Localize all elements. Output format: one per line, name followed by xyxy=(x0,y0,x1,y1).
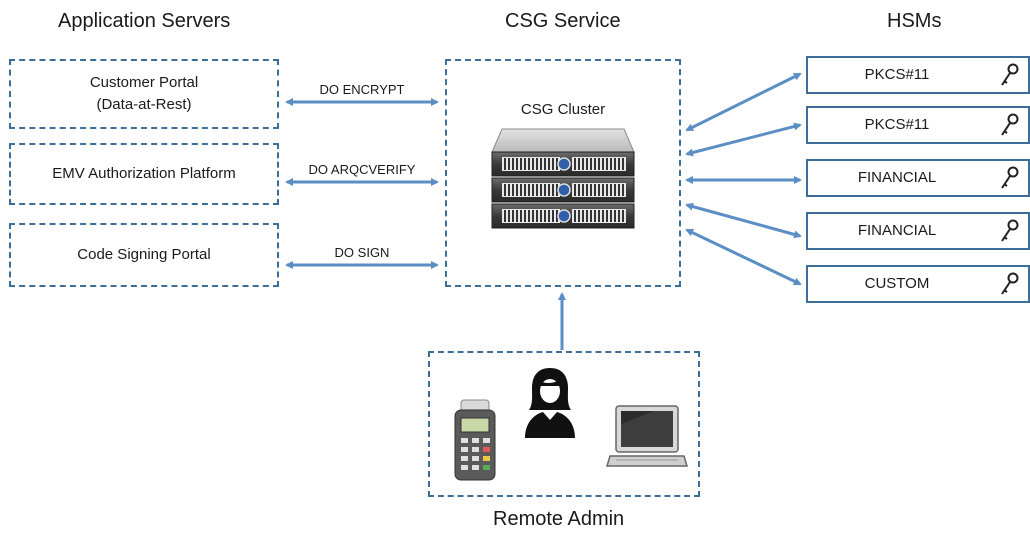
hsm-financial-2[interactable]: FINANCIAL xyxy=(806,212,1030,250)
arrow-hsm-1 xyxy=(685,72,802,132)
hsm-pkcs11-2[interactable]: PKCS#11 xyxy=(806,106,1030,144)
hsm-label: PKCS#11 xyxy=(864,66,930,83)
op-label-sign: DO SIGN xyxy=(334,245,390,260)
arrow-hsm-5 xyxy=(685,228,802,286)
key-icon xyxy=(1001,272,1019,295)
code-signing-label: Code Signing Portal xyxy=(77,246,211,263)
code-signing-box[interactable]: Code Signing Portal xyxy=(9,223,279,287)
heading-csg-service: CSG Service xyxy=(505,10,621,32)
payment-terminal-icon xyxy=(454,399,496,481)
hsm-financial-1[interactable]: FINANCIAL xyxy=(806,159,1030,197)
hsm-custom[interactable]: CUSTOM xyxy=(806,265,1030,303)
csg-service-box[interactable]: CSG Cluster xyxy=(445,59,681,287)
heading-hsms: HSMs xyxy=(887,10,942,32)
customer-portal-box[interactable]: Customer Portal (Data-at-Rest) xyxy=(9,59,279,129)
key-icon xyxy=(1001,63,1019,86)
key-icon xyxy=(1001,219,1019,242)
arrow-hsm-2 xyxy=(685,122,802,157)
emv-platform-label: EMV Authorization Platform xyxy=(52,165,236,182)
customer-portal-label: Customer Portal xyxy=(89,74,199,91)
admin-person-icon xyxy=(525,368,575,438)
csg-cluster-title: CSG Cluster xyxy=(520,101,606,118)
laptop-icon xyxy=(606,405,688,467)
hsm-label: CUSTOM xyxy=(864,275,930,292)
arrow-hsm-4 xyxy=(685,202,802,239)
hsm-label: FINANCIAL xyxy=(857,169,937,186)
key-icon xyxy=(1001,166,1019,189)
op-label-arqcverify: DO ARQCVERIFY xyxy=(308,162,416,177)
heading-remote-admin: Remote Admin xyxy=(493,508,625,530)
hsm-pkcs11-1[interactable]: PKCS#11 xyxy=(806,56,1030,94)
hsm-label: FINANCIAL xyxy=(857,222,937,239)
customer-portal-sublabel: (Data-at-Rest) xyxy=(96,96,192,113)
emv-platform-box[interactable]: EMV Authorization Platform xyxy=(9,143,279,205)
op-label-encrypt: DO ENCRYPT xyxy=(319,82,405,97)
heading-application-servers: Application Servers xyxy=(58,10,231,32)
key-icon xyxy=(1001,113,1019,136)
hsm-label: PKCS#11 xyxy=(864,116,930,133)
server-rack-icon xyxy=(491,128,635,229)
